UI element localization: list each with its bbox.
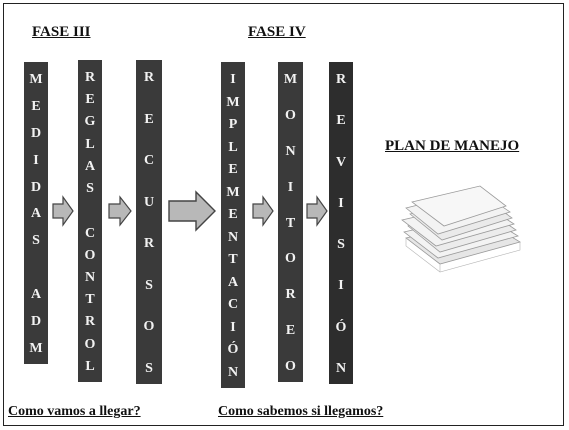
column-letter: O (285, 251, 296, 267)
column-letter: D (30, 179, 42, 195)
column-letter: V (335, 154, 347, 170)
column-letter: A (227, 274, 239, 290)
column-letter: R (84, 314, 96, 330)
column-letter: A (30, 206, 42, 222)
column-letter: Ó (335, 319, 347, 335)
column-letter: S (86, 181, 94, 197)
column-letter: I (33, 152, 39, 168)
column-letter: C (143, 153, 155, 169)
column-letter: R (143, 236, 155, 252)
column-letter (34, 260, 38, 275)
column-letter: C (227, 297, 239, 313)
document-stack-icon (401, 185, 521, 273)
column-letter: N (227, 364, 239, 380)
arrow-right-large-icon (168, 190, 216, 232)
column-letter: G (84, 114, 96, 130)
column-letter: M (226, 184, 240, 200)
column-letter: S (32, 233, 40, 249)
column-letter: E (285, 323, 296, 339)
column-letter: S (145, 360, 153, 376)
phase-4-heading: FASE IV (248, 24, 306, 40)
arrow-right-icon (108, 195, 132, 227)
column-letter: S (145, 277, 153, 293)
phase-3-heading: FASE III (32, 24, 91, 40)
column-letter: I (338, 278, 344, 294)
column-letter: U (143, 194, 155, 210)
column-letter: L (85, 136, 95, 152)
column-letter: T (228, 252, 238, 268)
column-letter: N (84, 269, 96, 285)
column-letter: M (29, 72, 43, 87)
column-letter: E (31, 98, 41, 114)
column-letter (88, 203, 92, 218)
column-letter: O (285, 107, 296, 123)
column-letter: T (285, 215, 296, 231)
column-letter: I (230, 72, 236, 87)
column-letter: R (84, 70, 96, 85)
arrow-right-icon (252, 195, 274, 227)
column-letter: C (84, 225, 96, 241)
column-letter: M (226, 94, 240, 110)
question-how-to-get-there: Como vamos a llegar? (8, 404, 141, 419)
column-letter: S (337, 237, 345, 253)
column-letter: M (283, 72, 298, 87)
column-letter: O (84, 247, 96, 263)
column-letter: O (143, 319, 155, 335)
column-letter: E (228, 207, 238, 223)
column-letter: N (285, 143, 296, 159)
column-letter: I (287, 179, 294, 195)
column-monitoreo: M O N I T O R E O (278, 62, 303, 382)
diagram-frame (3, 3, 564, 426)
arrow-right-icon (52, 195, 74, 227)
question-how-to-know-arrived: Como sabemos si llegamos? (218, 404, 384, 419)
column-letter: D (30, 125, 42, 141)
column-letter: I (230, 319, 236, 335)
column-letter: O (84, 336, 96, 352)
column-letter: E (144, 111, 154, 127)
column-recursos: R E C U R S O S (136, 60, 162, 384)
arrow-right-icon (306, 195, 328, 227)
column-letter: N (227, 229, 239, 245)
column-letter: M (29, 340, 43, 356)
column-letter: R (143, 70, 155, 85)
column-letter: A (84, 158, 96, 174)
column-letter: P (228, 117, 238, 133)
column-letter: O (285, 359, 296, 374)
column-letter: E (228, 162, 238, 178)
column-letter: E (336, 113, 346, 129)
column-letter: R (335, 72, 347, 87)
column-letter: N (335, 360, 347, 376)
column-letter: T (85, 292, 95, 308)
plan-de-manejo-title: PLAN DE MANEJO (385, 138, 520, 154)
column-letter: I (338, 195, 344, 211)
column-letter: Ó (227, 342, 239, 358)
column-letter: L (228, 139, 238, 155)
column-revision: R E V I S I Ó N (329, 62, 353, 384)
column-letter: D (30, 314, 42, 330)
column-letter: E (85, 92, 95, 108)
column-letter: L (85, 358, 95, 374)
column-letter: A (30, 287, 42, 303)
column-letter: R (285, 287, 296, 303)
